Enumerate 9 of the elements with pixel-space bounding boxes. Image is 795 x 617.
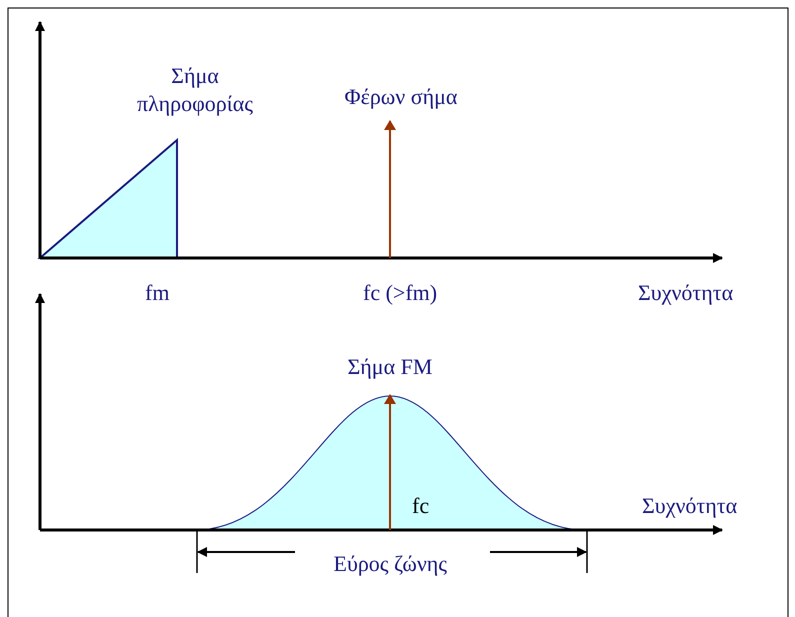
axis-label: Συχνότητα — [638, 280, 734, 306]
axis-label: Συχνότητα — [642, 493, 738, 519]
dimension-label: Εύρος ζώνης — [334, 551, 447, 577]
signal-label: Φέρων σήμα — [344, 84, 458, 110]
tick-label: fc (>fm) — [363, 280, 438, 306]
tick-label: fc — [412, 493, 430, 519]
signal-label: Σήμα FM — [348, 354, 432, 380]
signal-label: Σήμα πληροφορίας — [136, 62, 254, 118]
tick-label: fm — [145, 280, 170, 306]
